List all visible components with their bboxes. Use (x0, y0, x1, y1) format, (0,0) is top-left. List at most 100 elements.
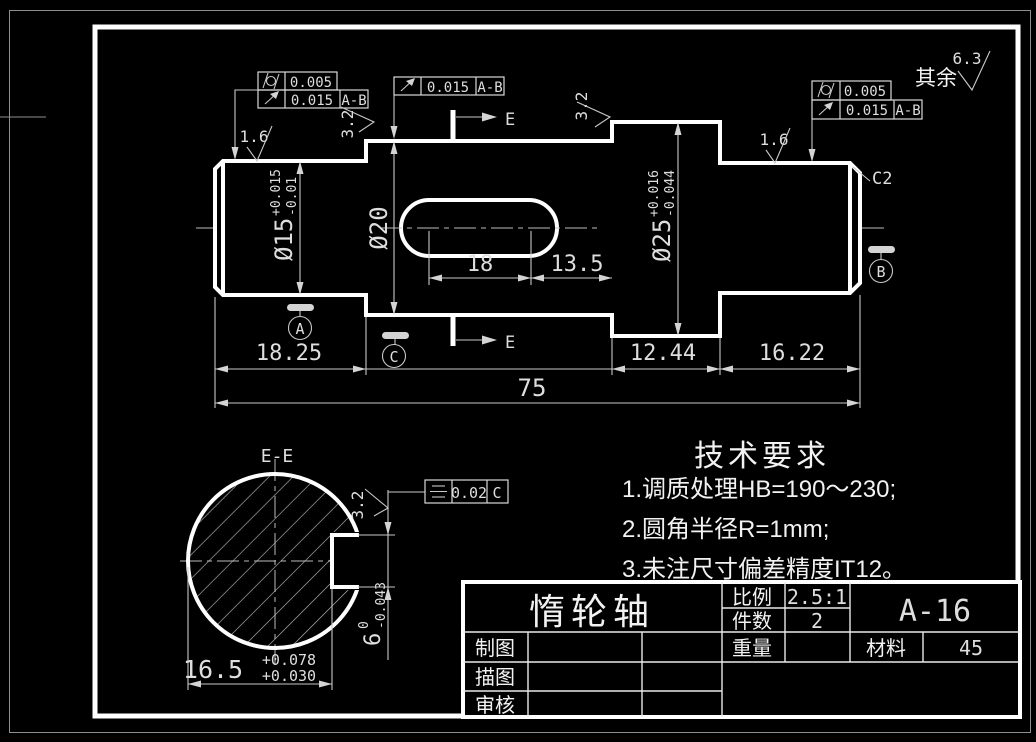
dim-d25-upper: +0.016 (647, 170, 662, 217)
section-cut-top: E (450, 110, 515, 139)
fcf-section-value: 0.02 (451, 484, 487, 502)
main-view: Ø15 +0.015 -0.01 Ø20 Ø25 +0.016 -0.044 (196, 49, 991, 408)
cut-label-top: E (505, 110, 515, 130)
dim-d25-value: Ø25 (648, 219, 676, 262)
check-icon (765, 127, 791, 165)
qty-label: 件数 (732, 610, 772, 633)
dim-6: 6 0 -0.043 (357, 490, 395, 660)
fcf-tl-runout-value: 0.015 (291, 93, 333, 109)
tech-requirements: 技术要求 1.调质处理HB=190～230; 2.圆角半径R=1mm; 3.未注… (622, 440, 906, 583)
chamfer-label: C2 (872, 169, 892, 189)
datum-b-label: B (876, 263, 885, 281)
dim-13-5: 13.5 (551, 252, 604, 277)
scale-label: 比例 (732, 586, 772, 609)
dim-16-5-upper: +0.078 (262, 651, 316, 669)
check-icon (364, 488, 389, 517)
dim-d20: Ø20 (365, 141, 398, 315)
drawing-number: A-16 (899, 594, 971, 629)
roughness-16-left: 1.6 (240, 125, 273, 163)
datum-a-label: A (295, 320, 304, 338)
datum-c-label: C (389, 348, 398, 366)
fcf-tr-cyl-value: 0.005 (844, 84, 886, 100)
qty-value: 2 (811, 609, 823, 633)
dim-12-44: 12.44 (630, 341, 696, 366)
material-label: 材料 (866, 637, 906, 660)
outer-border (9, 10, 1031, 733)
dim-18-25: 18.25 (256, 341, 322, 366)
check-icon (246, 125, 273, 163)
scale-value: 2.5:1 (787, 585, 847, 609)
section-cut-bottom: E (450, 317, 515, 353)
datum-a: A (287, 304, 314, 341)
title-block-border (461, 580, 1022, 719)
dim-18: 18 (467, 252, 494, 277)
fcf-tl-cyl-value: 0.005 (290, 75, 332, 91)
traced-by-label: 描图 (475, 666, 515, 689)
dim-16-5: 16.5 +0.078 +0.030 (183, 567, 333, 690)
dim-6-value: 6 (361, 633, 386, 646)
dim-6-lower: -0.043 (374, 582, 389, 629)
tech-title: 技术要求 (694, 440, 830, 473)
tech-item-2: 2.圆角半径R=1mm; (622, 516, 829, 543)
roughness-32-mid: 3.2 (572, 92, 612, 128)
checked-by-label: 审核 (475, 694, 515, 717)
runout-icon (400, 78, 415, 92)
dim-keyway: 18 13.5 (428, 231, 612, 285)
roughness-16-mid: 1.6 (760, 127, 791, 165)
dim-d15-lower: -0.01 (285, 177, 300, 216)
roughness-32-section-value: 3.2 (348, 491, 367, 520)
general-roughness-label: 其余 (915, 67, 957, 90)
fcf-tm-datum: A-B (477, 80, 502, 96)
check-icon (340, 106, 376, 133)
part-name: 惰轮轴 (529, 591, 655, 632)
keyway-notch-mask (331, 532, 368, 590)
symmetry-icon (430, 485, 447, 498)
dim-16-22: 16.22 (759, 341, 825, 366)
fcf-section-datum: C (492, 484, 501, 502)
fcf-tm-runout-value: 0.015 (427, 80, 469, 96)
dim-75: 75 (518, 374, 547, 402)
runout-icon (818, 102, 833, 116)
roughness-32-section: 3.2 (348, 488, 389, 520)
material-value: 45 (959, 636, 983, 660)
roughness-32-left: 3.2 (338, 106, 376, 139)
dim-d15: Ø15 +0.015 -0.01 (269, 161, 304, 295)
dim-d15-upper: +0.015 (269, 169, 284, 216)
cylindricity-icon (817, 81, 835, 99)
dim-d25-lower: -0.044 (663, 170, 678, 217)
cut-label-bottom: E (505, 333, 515, 353)
dim-lengths: 18.25 12.44 16.22 75 (214, 295, 861, 408)
tech-item-1: 1.调质处理HB=190～230; (622, 476, 896, 503)
fcf-top-mid: 0.015 A-B (390, 76, 505, 139)
dim-16-5-lower: +0.030 (262, 667, 316, 685)
general-roughness: 其余 6.3 (915, 49, 991, 92)
check-icon (576, 101, 612, 128)
tech-item-3: 3.未注尺寸偏差精度IT12。 (622, 556, 906, 583)
dim-d20-value: Ø20 (365, 206, 393, 249)
section-title: E-E (261, 446, 294, 467)
dim-16-5-value: 16.5 (183, 655, 243, 684)
roughness-32-mid-value: 3.2 (572, 92, 591, 121)
dim-d25: Ø25 +0.016 -0.044 (647, 122, 682, 336)
roughness-16-mid-value: 1.6 (760, 130, 789, 149)
fcf-tr-datum: A-B (895, 103, 920, 119)
fcf-top-right: 0.005 0.015 A-B (808, 80, 923, 162)
roughness-32-left-value: 3.2 (338, 110, 357, 139)
weight-label: 重量 (732, 637, 772, 660)
datum-b: B (868, 246, 895, 284)
fcf-tl-datum: A-B (341, 93, 366, 109)
runout-icon (264, 91, 279, 105)
section-view: E-E 16.5 +0.078 +0.030 6 0 (180, 446, 509, 690)
datum-c: C (381, 332, 409, 369)
cylindricity-icon (262, 72, 280, 90)
roughness-16-left-value: 1.6 (240, 127, 269, 146)
general-roughness-value: 6.3 (953, 49, 982, 68)
dim-6-upper: 0 (357, 621, 372, 629)
check-icon (957, 50, 991, 92)
fcf-section: 0.02 C (388, 479, 509, 504)
drawn-by-label: 制图 (475, 637, 515, 660)
fcf-top-left: 0.005 0.015 A-B (231, 71, 369, 160)
title-block: 惰轮轴 比例 2.5:1 件数 2 A-16 制图 重量 材料 45 描图 审核 (461, 580, 1022, 719)
fcf-tr-runout-value: 0.015 (846, 103, 888, 119)
